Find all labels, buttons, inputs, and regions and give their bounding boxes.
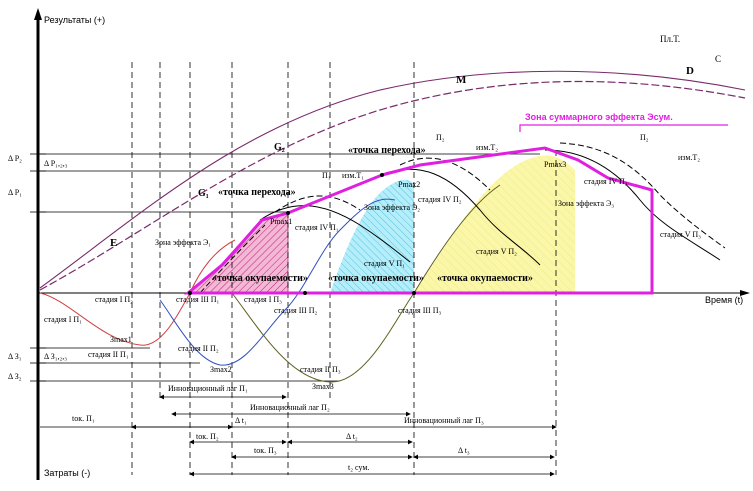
zmax3-label: Зmax3 bbox=[312, 382, 334, 391]
y-axis-top-label: Результаты (+) bbox=[44, 15, 105, 25]
tok-p3-label: tок. П₃ bbox=[254, 446, 277, 455]
curve-label-izm-t2b: изм.Т₂ bbox=[678, 153, 700, 162]
stage-iv-p3: стадия IV П₃ bbox=[584, 177, 628, 186]
delta-z123-label: Δ З₁,₂,₃ bbox=[44, 352, 67, 361]
lag-p1-label: Инновационный лаг П₁ bbox=[168, 384, 248, 393]
curve-label-g2: G₂ bbox=[274, 142, 285, 153]
lag-p2-label: Инновационный лаг П₂ bbox=[250, 403, 330, 412]
curve-p2b bbox=[544, 149, 721, 261]
stage-ii-p1: стадия II П₁ bbox=[88, 350, 129, 359]
curve-label-izm-t1: изм.Т₁ bbox=[342, 171, 364, 180]
stage-v-p3: стадия V П₃ bbox=[660, 230, 701, 239]
delta-p123-label: Δ P₁,₂,₃ bbox=[44, 159, 68, 168]
pmax3-label: Pmax3 bbox=[544, 160, 566, 169]
curve-label-pl-t: Пл.Т. bbox=[660, 34, 680, 44]
t2sum-label: t₂ сум. bbox=[348, 463, 369, 472]
zone-effect-1-label: Зона эффекта Э₁ bbox=[155, 238, 211, 247]
zone-effect-2-fill bbox=[330, 179, 414, 293]
stage-i-p3: стадия I П₃ bbox=[244, 295, 282, 304]
delta-p2-label: Δ P₂ bbox=[8, 154, 22, 163]
delta-z2-label: Δ З₂ bbox=[8, 372, 22, 381]
stage-i-p2: стадия I П₂ bbox=[95, 295, 133, 304]
curve-label-g1: G₁ bbox=[198, 188, 209, 199]
stage-i-p1: стадия I П₁ bbox=[44, 315, 82, 324]
curve-label-d: D bbox=[686, 65, 694, 77]
stage-ii-p3: стадия II П₃ bbox=[300, 365, 341, 374]
curve-label-p2a: П₂ bbox=[436, 133, 445, 142]
payback-point-3: «точка окупаемости» bbox=[437, 273, 533, 284]
curve-label-p2b: П₂ bbox=[640, 133, 649, 142]
vertical-guides bbox=[131, 62, 557, 475]
stage-iv-p2: стадия IV П₂ bbox=[418, 195, 462, 204]
curve-p1 bbox=[259, 205, 411, 263]
zone-effect-3-fill bbox=[414, 155, 575, 293]
stage-v-p1: стадия V П₁ bbox=[364, 259, 405, 268]
horizontal-guides bbox=[38, 153, 540, 382]
stage-iii-p3: стадия III П₃ bbox=[398, 306, 441, 315]
pmax1-label: Pmax1 bbox=[270, 217, 292, 226]
pmax2-label: Pmax2 bbox=[398, 180, 420, 189]
delta-z1-label: Δ З₁ bbox=[8, 352, 22, 361]
transition-point-1: «точка перехода» bbox=[218, 187, 296, 198]
curve-plan-t bbox=[39, 80, 746, 291]
zone-sum-label: Зона суммарного эффекта Эсум. bbox=[525, 112, 673, 122]
curve-label-c: С bbox=[715, 54, 721, 64]
zmax2-label: Зmax2 bbox=[210, 365, 232, 374]
curve-p2 bbox=[379, 168, 541, 266]
stage-ii-p2: стадия II П₂ bbox=[178, 344, 219, 353]
lag-p3-label: Инновационный лаг П₃ bbox=[404, 416, 484, 425]
payback-point-2: «точка окупаемости» bbox=[328, 273, 424, 284]
dt2-label: Δ t₂ bbox=[346, 432, 358, 441]
tok-p2-label: tок. П₂ bbox=[196, 432, 219, 441]
y-axis-bottom-label: Затраты (-) bbox=[44, 468, 90, 478]
payback-point-1: «точка окупаемости» bbox=[212, 273, 308, 284]
curve-cost-p1 bbox=[39, 239, 236, 346]
tok-p1-label: tок. П₁ bbox=[72, 414, 95, 423]
x-axis-label: Время (t) bbox=[705, 295, 743, 305]
zmax1-label: Зmax1 bbox=[110, 335, 132, 344]
curve-cost-p3 bbox=[231, 184, 501, 383]
stage-iii-p2: стадия III П₂ bbox=[274, 306, 317, 315]
timing-arrows bbox=[40, 394, 557, 477]
curve-label-m: M bbox=[456, 74, 467, 86]
curve-label-e: E bbox=[110, 237, 117, 249]
zone-effect-3-label: Зона эффекта Э₃ bbox=[558, 199, 614, 208]
delta-p1-label: Δ P₁ bbox=[8, 188, 22, 197]
zone-effect-2-label: Зона эффекта Э₂ bbox=[364, 203, 420, 212]
stage-iv-p1: стадия IV П₁ bbox=[295, 223, 339, 232]
dt1-label: Δ t₁ bbox=[235, 416, 247, 425]
curve-label-p1: П₁ bbox=[322, 171, 331, 180]
curve-label-izm-t2a: изм.Т₂ bbox=[476, 143, 498, 152]
stage-iii-p1: стадия III П₁ bbox=[176, 295, 219, 304]
transition-point-2: «точка перехода» bbox=[348, 145, 426, 156]
stage-v-p2: стадия V П₂ bbox=[476, 247, 517, 256]
curve-c bbox=[39, 70, 746, 289]
dt3-label: Δ t₃ bbox=[458, 446, 470, 455]
curve-cost-p2 bbox=[159, 198, 396, 366]
